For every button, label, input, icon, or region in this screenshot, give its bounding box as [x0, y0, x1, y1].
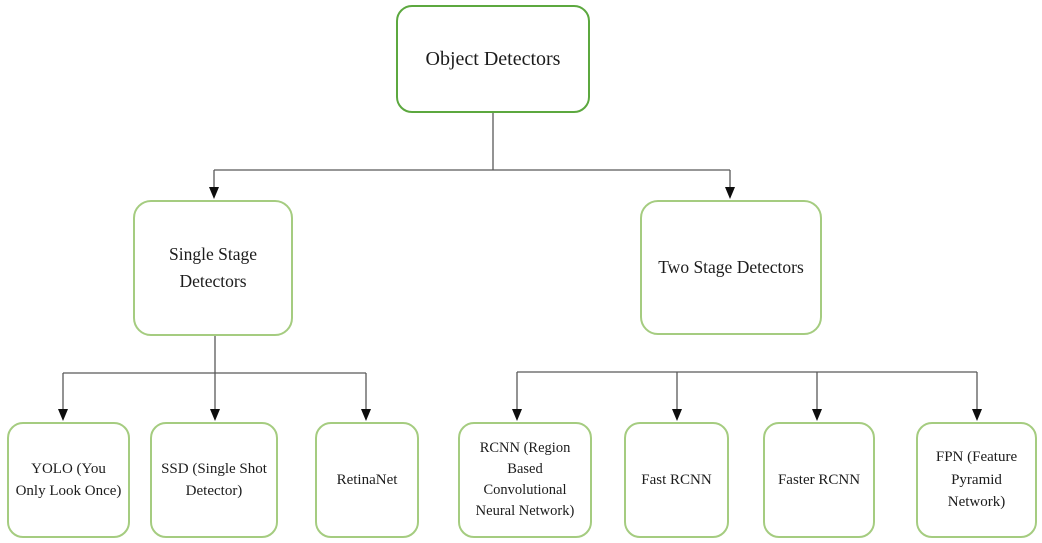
arrowhead-retinanet [361, 409, 371, 421]
node-fpn: FPN (Feature Pyramid Network) [916, 422, 1037, 538]
node-retinanet-label: RetinaNet [336, 471, 398, 488]
node-yolo-label: YOLO (You Only Look Once) [15, 460, 122, 500]
node-faster-rcnn-label: Faster RCNN [777, 471, 861, 488]
arrowhead-two-stage [725, 187, 735, 199]
node-single-stage-detectors: Single Stage Detectors [133, 200, 293, 336]
node-fast-rcnn-label: Fast RCNN [641, 471, 712, 488]
node-rcnn: RCNN (Region Based Convolutional Neural … [458, 422, 592, 538]
node-ssd: SSD (Single Shot Detector) [150, 422, 278, 538]
arrowhead-fpn [972, 409, 982, 421]
node-yolo: YOLO (You Only Look Once) [7, 422, 130, 538]
node-retinanet: RetinaNet [315, 422, 419, 538]
node-object-detectors-label: Object Detectors [425, 48, 561, 70]
arrowhead-ssd [210, 409, 220, 421]
arrowhead-single-stage [209, 187, 219, 199]
node-ssd-label: SSD (Single Shot Detector) [161, 460, 267, 500]
node-two-stage-detectors: Two Stage Detectors [640, 200, 822, 335]
node-fpn-label: FPN (Feature Pyramid Network) [935, 449, 1018, 511]
node-faster-rcnn: Faster RCNN [763, 422, 875, 538]
node-object-detectors: Object Detectors [396, 5, 590, 113]
node-rcnn-label: RCNN (Region Based Convolutional Neural … [475, 439, 575, 520]
arrowhead-faster-rcnn [812, 409, 822, 421]
node-single-stage-detectors-label: Single Stage Detectors [169, 243, 257, 291]
arrowhead-rcnn [512, 409, 522, 421]
arrowhead-fast-rcnn [672, 409, 682, 421]
arrowhead-yolo [58, 409, 68, 421]
node-two-stage-detectors-label: Two Stage Detectors [658, 256, 804, 277]
node-fast-rcnn: Fast RCNN [624, 422, 729, 538]
